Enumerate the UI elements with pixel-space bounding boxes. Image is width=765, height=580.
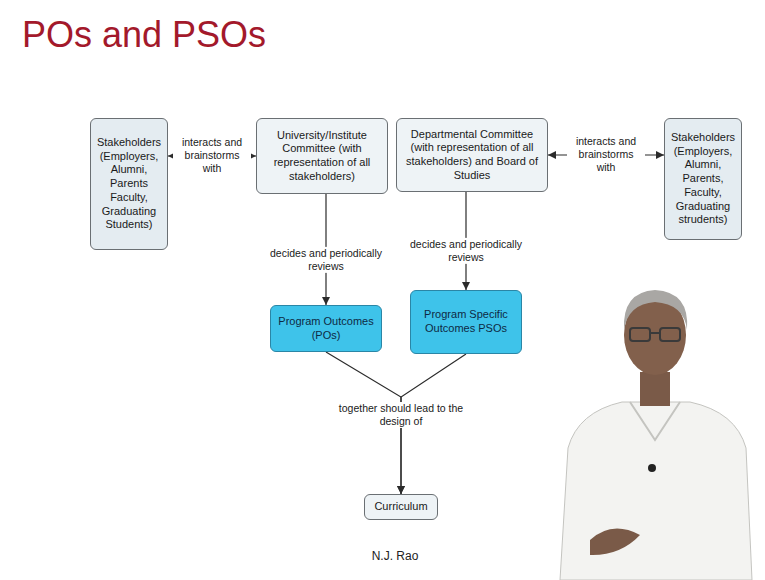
presenter-neck (640, 372, 670, 406)
presenter-microphone (648, 464, 656, 472)
process-box: Stakeholders (Employers, Alumni, Parents… (664, 118, 742, 240)
presenter-shirt (560, 402, 752, 580)
process-box: Departmental Committee (with representat… (396, 118, 548, 192)
outcome-box: Program Specific Outcomes PSOs (410, 290, 522, 354)
process-box: University/Institute Committee (with rep… (256, 118, 388, 194)
box-text: Departmental Committee (with representat… (401, 128, 543, 183)
edge-label: interacts and brainstorms with (567, 135, 645, 174)
presenter-hands (590, 529, 640, 555)
slide-title: POs and PSOs (22, 14, 266, 56)
box-text: Stakeholders (Employers, Alumni, Parents… (669, 131, 737, 227)
box-text: Program Specific Outcomes PSOs (415, 308, 517, 336)
box-text: Curriculum (374, 500, 427, 514)
process-box: Curriculum (364, 494, 438, 520)
presenter-collar (630, 402, 680, 440)
edge-label: decides and periodically reviews (394, 238, 538, 264)
author-name: N.J. Rao (372, 549, 419, 563)
edge-label: decides and periodically reviews (254, 246, 398, 272)
box-text: Program Outcomes (POs) (275, 315, 377, 343)
box-text: University/Institute Committee (with rep… (261, 129, 383, 184)
edge-label: together should lead to the design of (334, 402, 468, 428)
presenter-glasses (630, 328, 680, 341)
presenter-hair (624, 290, 687, 330)
outcome-box: Program Outcomes (POs) (270, 305, 382, 352)
edge-label: interacts and brainstorms with (173, 136, 251, 175)
process-box: Stakeholders (Employers, Alumni, Parents… (90, 118, 168, 250)
box-text: Stakeholders (Employers, Alumni, Parents… (95, 136, 163, 232)
